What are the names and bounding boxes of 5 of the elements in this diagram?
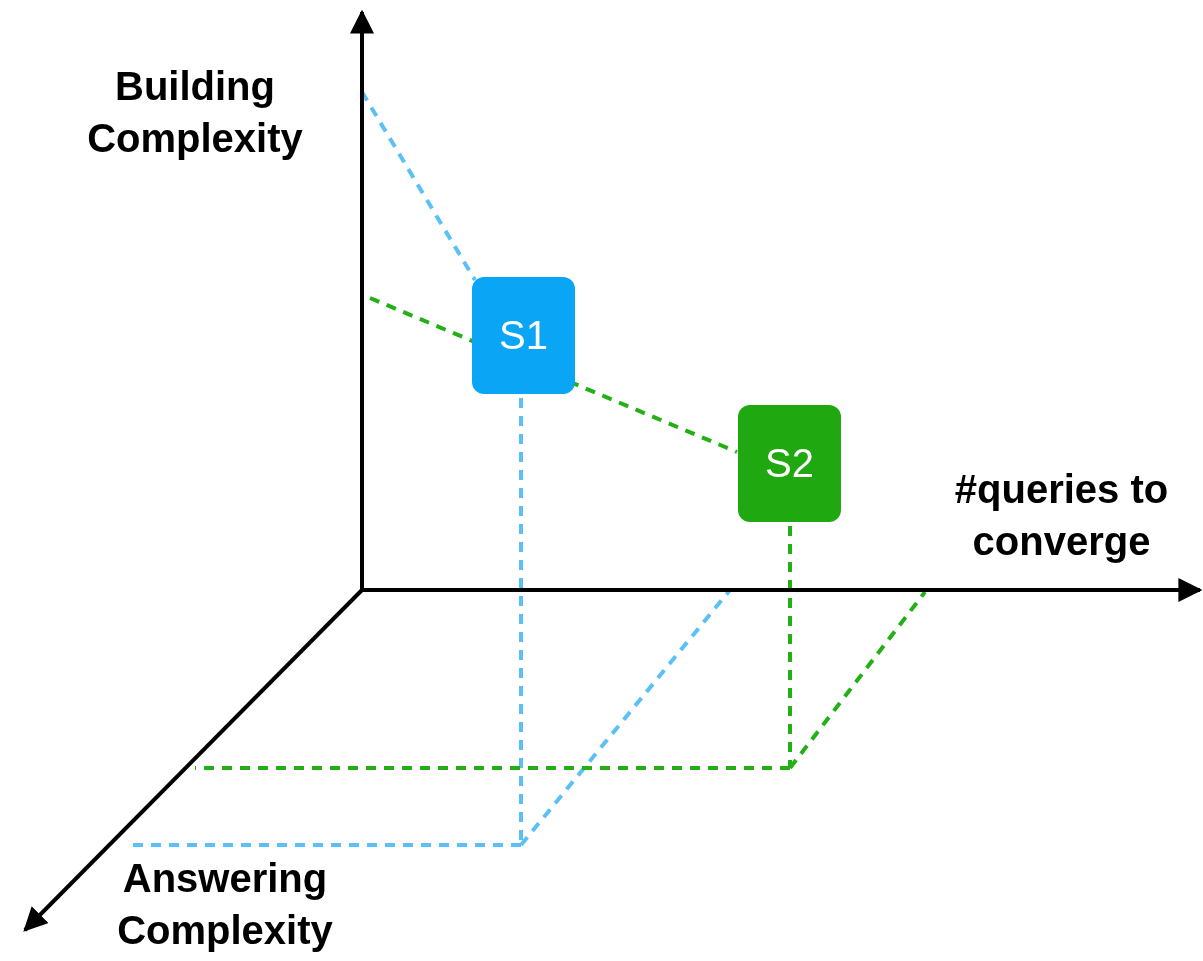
data-point-box: S1 <box>472 277 575 394</box>
data-point-box: S2 <box>738 405 841 522</box>
axis-label: Answering Complexity <box>116 855 334 954</box>
axis-label: Building Complexity <box>86 63 304 162</box>
axis-label: #queries to converge <box>953 466 1170 565</box>
